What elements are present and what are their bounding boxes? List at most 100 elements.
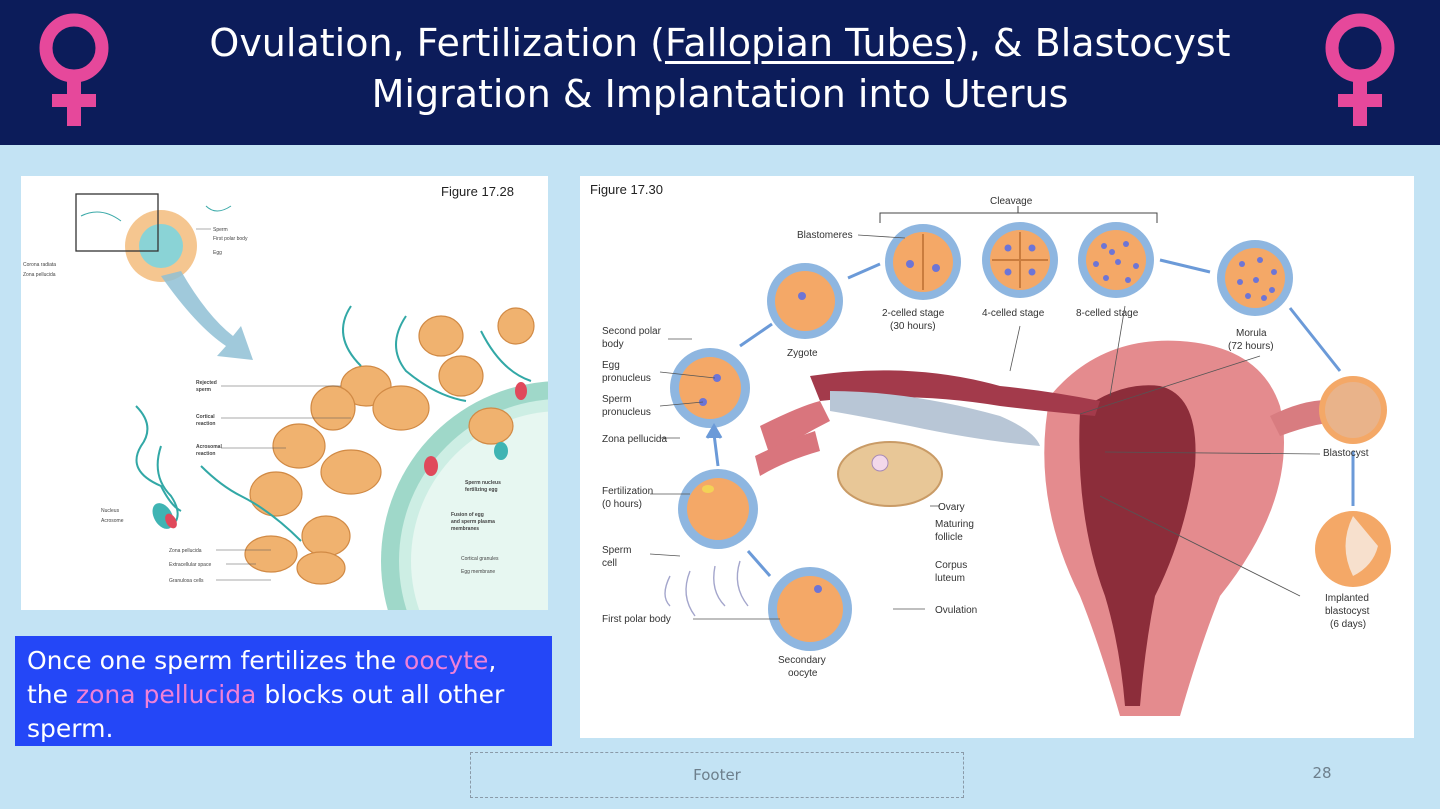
svg-text:body: body [602, 339, 624, 350]
svg-text:Egg: Egg [213, 250, 222, 256]
svg-text:Extracellular space: Extracellular space [169, 562, 211, 568]
sperm-tails [664, 560, 749, 617]
svg-text:(0 hours): (0 hours) [602, 499, 642, 510]
callout-box: Once one sperm fertilizes the oocyte, th… [15, 636, 552, 746]
svg-text:Rejected: Rejected [196, 380, 217, 386]
blastocyst [1319, 376, 1387, 444]
svg-text:Maturing: Maturing [935, 519, 974, 530]
fallopian-tube [810, 370, 1100, 446]
fertilized-egg-pronuclei [670, 348, 750, 428]
figure-17-28: Figure 17.28 Sperm First polar body Egg … [21, 176, 548, 610]
title-text-line2: Migration & Implantation into Uterus [371, 72, 1069, 116]
granulosa-cells [244, 307, 535, 585]
cleavage-bracket: Cleavage [879, 196, 1158, 223]
slide-header: Ovulation, Fertilization (Fallopian Tube… [0, 0, 1440, 145]
callout-text: , [488, 646, 497, 675]
svg-text:Sperm: Sperm [213, 227, 228, 233]
svg-text:8-celled stage: 8-celled stage [1076, 308, 1139, 319]
fertilization-illustration: Figure 17.28 Sperm First polar body Egg … [23, 184, 548, 610]
egg-surface [381, 381, 548, 610]
overview-egg [75, 193, 232, 282]
svg-text:Granulosa cells: Granulosa cells [169, 578, 204, 584]
svg-text:Zona pellucida: Zona pellucida [602, 434, 667, 445]
sperm-tails [135, 305, 532, 542]
svg-text:First polar body: First polar body [602, 614, 671, 625]
leader-lines [649, 234, 1321, 620]
svg-text:Implanted: Implanted [1325, 593, 1369, 604]
implanted-blastocyst [1315, 511, 1391, 587]
highlight-oocyte: oocyte [404, 646, 489, 675]
ovary [837, 441, 943, 507]
svg-text:(72 hours): (72 hours) [1228, 341, 1274, 352]
svg-text:follicle: follicle [935, 532, 963, 543]
figure-caption: Figure 17.30 [590, 182, 663, 197]
svg-text:First polar body: First polar body [213, 236, 248, 242]
svg-text:Zona pellucida: Zona pellucida [23, 272, 56, 278]
svg-text:Zona pellucida: Zona pellucida [169, 548, 202, 554]
svg-text:Corona radiata: Corona radiata [23, 262, 56, 268]
venus-symbol-icon [39, 13, 109, 126]
svg-text:pronucleus: pronucleus [602, 373, 651, 384]
title-text-2: ), & Blastocyst [953, 21, 1231, 65]
stage-labels: Blastomeres 2-celled stage (30 hours) 4-… [602, 230, 1370, 679]
svg-text:oocyte: oocyte [788, 668, 818, 679]
svg-text:Nucleus: Nucleus [101, 508, 120, 514]
svg-text:cell: cell [602, 558, 617, 569]
svg-text:Sperm: Sperm [602, 394, 631, 405]
svg-text:membranes: membranes [451, 526, 479, 532]
svg-text:Ovary: Ovary [938, 502, 965, 513]
svg-text:fertilizing egg: fertilizing egg [465, 487, 498, 493]
svg-text:Fusion of egg: Fusion of egg [451, 512, 484, 518]
svg-text:sperm: sperm [196, 387, 212, 393]
svg-text:Blastomeres: Blastomeres [797, 230, 853, 241]
embryo-8-cell [1078, 222, 1154, 298]
svg-text:Blastocyst: Blastocyst [1323, 448, 1369, 459]
svg-text:Second polar: Second polar [602, 326, 662, 337]
fimbriae [755, 401, 830, 476]
svg-text:blastocyst: blastocyst [1325, 606, 1370, 617]
footer-placeholder[interactable]: Footer [470, 752, 964, 798]
svg-text:Egg: Egg [602, 360, 620, 371]
figure-caption: Figure 17.28 [441, 184, 514, 199]
page-number: 28 [1312, 764, 1332, 782]
embryo-4-cell [982, 222, 1058, 298]
svg-text:Cortical granules: Cortical granules [461, 556, 499, 562]
secondary-oocyte [768, 567, 852, 651]
reproductive-tract-illustration: Figure 17.30 Cleavage [590, 182, 1391, 716]
svg-text:reaction: reaction [196, 451, 215, 457]
sperm-heads [152, 382, 527, 529]
svg-text:Cleavage: Cleavage [990, 196, 1033, 207]
embryo-2-cell [885, 224, 961, 300]
svg-text:Cortical: Cortical [196, 414, 215, 420]
svg-text:Ovulation: Ovulation [935, 605, 977, 616]
callout-text: blocks out all other sperm. [27, 680, 505, 743]
svg-text:4-celled stage: 4-celled stage [982, 308, 1045, 319]
title-text-1: Ovulation, Fertilization ( [209, 21, 665, 65]
svg-text:Egg membrane: Egg membrane [461, 569, 495, 575]
fertilization-egg [678, 469, 758, 549]
venus-symbol-icon [1325, 13, 1395, 126]
svg-text:Fertilization: Fertilization [602, 486, 653, 497]
svg-text:Zygote: Zygote [787, 348, 818, 359]
zygote [767, 263, 843, 339]
svg-text:Acrosomal: Acrosomal [196, 444, 222, 450]
title-link-fallopian-tubes[interactable]: Fallopian Tubes [664, 21, 954, 65]
svg-text:Acrosome: Acrosome [101, 518, 124, 524]
svg-text:Sperm: Sperm [602, 545, 631, 556]
detail-labels: Rejected sperm Cortical reaction Acrosom… [101, 380, 501, 584]
svg-text:(30 hours): (30 hours) [890, 321, 936, 332]
svg-text:(6 days): (6 days) [1330, 619, 1366, 630]
svg-text:and sperm plasma: and sperm plasma [451, 519, 495, 525]
svg-text:Corpus: Corpus [935, 560, 967, 571]
figure-17-30: Figure 17.30 Cleavage [580, 176, 1414, 738]
svg-text:reaction: reaction [196, 421, 215, 427]
overview-labels: Sperm First polar body Egg Corona radiat… [23, 227, 248, 278]
callout-text: the [27, 680, 76, 709]
svg-text:Secondary: Secondary [778, 655, 826, 666]
uterus [1044, 340, 1352, 716]
svg-text:pronucleus: pronucleus [602, 407, 651, 418]
svg-text:Morula: Morula [1236, 328, 1267, 339]
svg-text:2-celled stage: 2-celled stage [882, 308, 945, 319]
morula [1217, 240, 1293, 316]
callout-text: Once one sperm fertilizes the [27, 646, 405, 675]
